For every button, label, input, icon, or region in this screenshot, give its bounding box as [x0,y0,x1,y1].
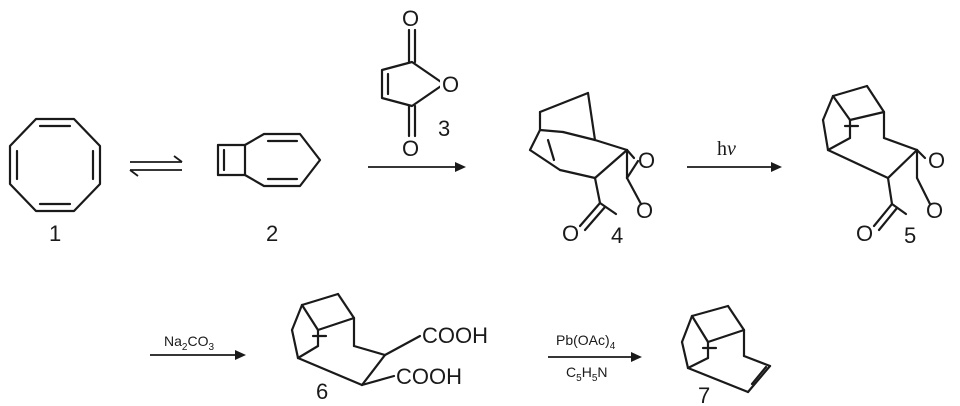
atom-O-5-bottom: O [856,221,873,246]
equilibrium-arrows [129,155,183,177]
compound-label-7: 7 [698,383,710,406]
compound-3-maleic-anhydride [380,28,446,138]
compound-label-3: 3 [438,116,450,141]
atom-O-4-ring: O [636,198,653,223]
reaction-arrow-2 [687,162,782,172]
compound-label-6: 6 [316,379,328,404]
atom-O-5-ring: O [926,198,943,223]
reagent-pboac4: Pb(OAc)4 [556,332,616,352]
substituent-cooh-bottom: COOH [396,364,462,389]
compound-label-5: 5 [904,223,916,248]
compound-label-4: 4 [611,223,623,248]
atom-O-4-top: O [638,148,655,173]
reagent-hv: hν [717,138,736,160]
reaction-arrow-1 [368,162,466,172]
compound-7-cage-alkene [680,304,772,394]
atom-O-bottom: O [402,136,419,161]
atom-O-5-top: O [928,148,945,173]
compound-5-cage-anhydride [821,84,932,232]
compound-label-2: 2 [266,221,278,246]
atom-O-4-bottom: O [562,221,579,246]
compound-1-cyclooctatetraene [8,117,102,213]
substituent-cooh-top: COOH [422,323,488,348]
atom-O-top: O [402,6,419,31]
compound-4-diels-alder-adduct [528,91,643,232]
compound-6-cage-diacid [290,292,422,387]
compound-label-1: 1 [49,221,61,246]
reaction-arrow-4 [548,352,642,362]
atom-O-ring: O [442,72,459,97]
compound-2-bicyclooctatriene [216,132,322,188]
reagent-na2co3: Na2CO3 [164,333,214,353]
reagent-pyridine: C5H5N [566,364,608,384]
reaction-arrow-3 [150,350,246,360]
